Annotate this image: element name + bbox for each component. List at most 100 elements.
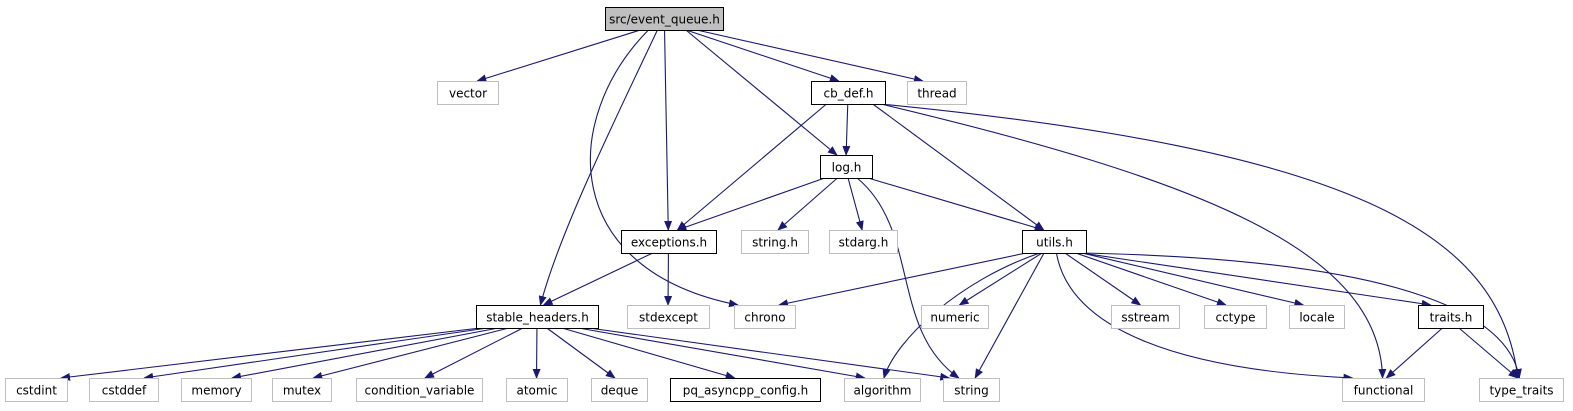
edge-utils-to-locale	[1081, 252, 1305, 307]
node-box	[829, 230, 898, 254]
edge-stable_headers-to-memory	[231, 327, 499, 381]
node-label: stable_headers.h	[486, 311, 589, 325]
node-label: utils.h	[1036, 236, 1073, 250]
edge-stable_headers-to-string	[589, 327, 951, 381]
node-traits[interactable]: traits.h	[1418, 305, 1484, 329]
node-label: sstream	[1121, 311, 1169, 325]
node-box	[181, 378, 252, 402]
node-box	[1342, 378, 1425, 402]
node-box	[272, 378, 332, 402]
node-label: deque	[601, 384, 639, 398]
node-box	[1289, 305, 1345, 329]
edge-cb_def-to-exceptions	[676, 103, 827, 231]
node-box	[506, 378, 568, 402]
node-exceptions[interactable]: exceptions.h	[621, 230, 717, 254]
node-box	[356, 378, 483, 402]
edge-utils-to-chrono	[777, 252, 1027, 308]
node-label: string	[954, 384, 988, 398]
node-label: algorithm	[854, 384, 912, 398]
edge-utils-to-string	[974, 252, 1045, 379]
edge-traits-to-type_traits	[1458, 327, 1519, 379]
node-box	[811, 81, 886, 105]
node-label: pq_asyncpp_config.h	[683, 384, 809, 398]
node-string: string	[943, 378, 1000, 402]
node-box	[734, 305, 796, 329]
node-event-queue[interactable]: src/event_queue.h	[605, 7, 724, 31]
node-label: locale	[1299, 311, 1334, 325]
edge-event_queue-to-stable_headers	[538, 29, 658, 306]
node-numeric: numeric	[921, 305, 989, 329]
node-label: traits.h	[1430, 311, 1473, 325]
node-label: exceptions.h	[631, 236, 707, 250]
edge-cb_def-to-log	[842, 103, 851, 156]
node-label: cb_def.h	[824, 87, 874, 101]
node-type-traits: type_traits	[1479, 378, 1564, 402]
node-stdexcept: stdexcept	[627, 305, 710, 329]
edge-utils-to-cctype	[1075, 252, 1227, 306]
node-vector: vector	[437, 81, 499, 105]
node-box	[1111, 305, 1180, 329]
edge-stable_headers-to-cstddef	[143, 327, 488, 381]
node-pq-asyncpp-config[interactable]: pq_asyncpp_config.h	[670, 378, 821, 402]
node-box	[1022, 230, 1087, 254]
node-label: condition_variable	[365, 384, 475, 398]
node-thread: thread	[907, 81, 967, 105]
edge-utils-to-traits	[1081, 252, 1432, 308]
node-box	[591, 378, 648, 402]
node-utils[interactable]: utils.h	[1022, 230, 1087, 254]
node-atomic: atomic	[506, 378, 568, 402]
node-label: atomic	[516, 384, 557, 398]
node-stable-headers[interactable]: stable_headers.h	[476, 305, 599, 329]
edge-stable_headers-to-deque	[546, 327, 616, 379]
node-cctype: cctype	[1204, 305, 1267, 329]
edge-event_queue-to-chrono	[589, 29, 739, 308]
node-box	[89, 378, 159, 402]
edge-stable_headers-to-cstdint	[60, 327, 481, 381]
node-condition-variable: condition_variable	[356, 378, 483, 402]
edge-event_queue-to-cb_def	[685, 29, 840, 82]
node-box	[437, 81, 499, 105]
node-label: functional	[1354, 384, 1414, 398]
node-log[interactable]: log.h	[820, 155, 873, 179]
edge-cb_def-to-type_traits	[880, 103, 1521, 379]
node-box	[670, 378, 821, 402]
node-label: type_traits	[1489, 384, 1553, 398]
node-label: cstddef	[102, 384, 147, 398]
node-cb-def[interactable]: cb_def.h	[811, 81, 886, 105]
node-box	[621, 230, 717, 254]
edge-event_queue-to-vector	[476, 29, 641, 83]
node-box	[844, 378, 921, 402]
edges-layer	[60, 29, 1522, 382]
node-label: stdexcept	[639, 311, 698, 325]
node-label: stdarg.h	[839, 236, 889, 250]
node-label: string.h	[752, 236, 798, 250]
node-box	[627, 305, 710, 329]
edge-log-to-exceptions	[676, 177, 825, 231]
edge-exceptions-to-stable_headers	[542, 252, 653, 306]
node-cstdint: cstdint	[5, 378, 68, 402]
node-label: log.h	[832, 161, 862, 175]
edge-log-to-string_h	[777, 177, 838, 231]
node-label: cstdint	[16, 384, 57, 398]
node-label: mutex	[283, 384, 321, 398]
node-label: src/event_queue.h	[609, 13, 720, 27]
node-box	[741, 230, 809, 254]
edge-utils-to-numeric	[958, 252, 1043, 306]
node-box	[5, 378, 68, 402]
node-mutex: mutex	[272, 378, 332, 402]
edge-cb_def-to-functional	[880, 103, 1387, 379]
node-label: thread	[917, 87, 956, 101]
node-functional: functional	[1342, 378, 1425, 402]
edge-log-to-string	[856, 177, 960, 379]
node-label: cctype	[1215, 311, 1255, 325]
edge-traits-to-functional	[1385, 327, 1443, 379]
node-box	[820, 155, 873, 179]
node-box	[476, 305, 599, 329]
node-box	[907, 81, 967, 105]
node-sstream: sstream	[1111, 305, 1180, 329]
node-box	[1418, 305, 1484, 329]
node-memory: memory	[181, 378, 252, 402]
edge-cb_def-to-utils	[872, 103, 1045, 231]
